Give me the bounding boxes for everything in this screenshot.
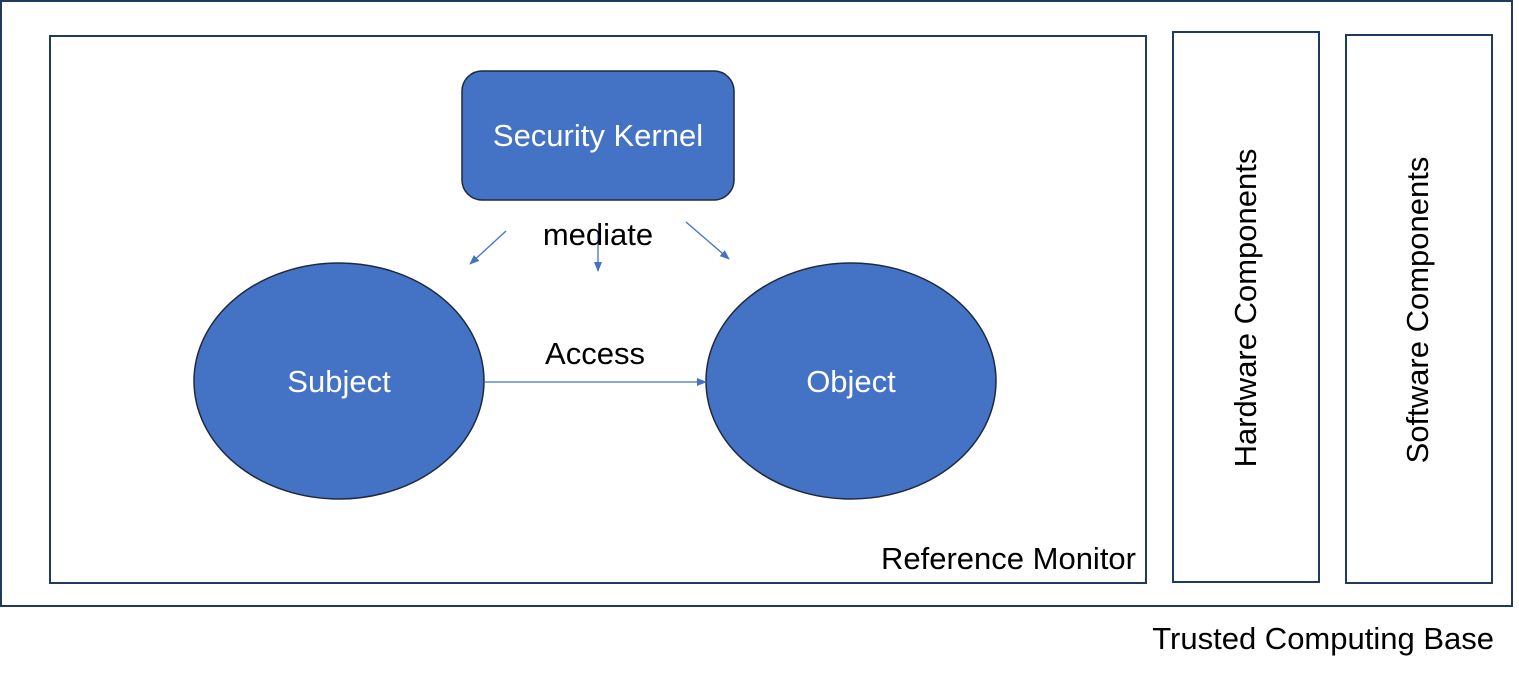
security-kernel-node xyxy=(461,70,735,201)
access-label: Access xyxy=(545,336,645,371)
reference-monitor-label: Reference Monitor xyxy=(881,541,1136,576)
subject-node xyxy=(193,262,485,500)
hardware-components-box xyxy=(1172,31,1320,583)
mediate-label: mediate xyxy=(543,217,653,252)
object-label: Object xyxy=(806,364,896,399)
trusted-computing-base-boundary xyxy=(0,0,1513,607)
software-components-box xyxy=(1345,34,1493,584)
software-components-label: Software Components xyxy=(1400,157,1435,464)
security-kernel-label: Security Kernel xyxy=(493,118,703,153)
hardware-components-label: Hardware Components xyxy=(1228,149,1263,468)
mediate-arrow-right xyxy=(685,221,730,260)
subject-label: Subject xyxy=(287,364,391,399)
reference-monitor-boundary xyxy=(49,35,1147,584)
trusted-computing-base-label: Trusted Computing Base xyxy=(1152,621,1494,656)
mediate-arrow-left xyxy=(469,230,507,265)
